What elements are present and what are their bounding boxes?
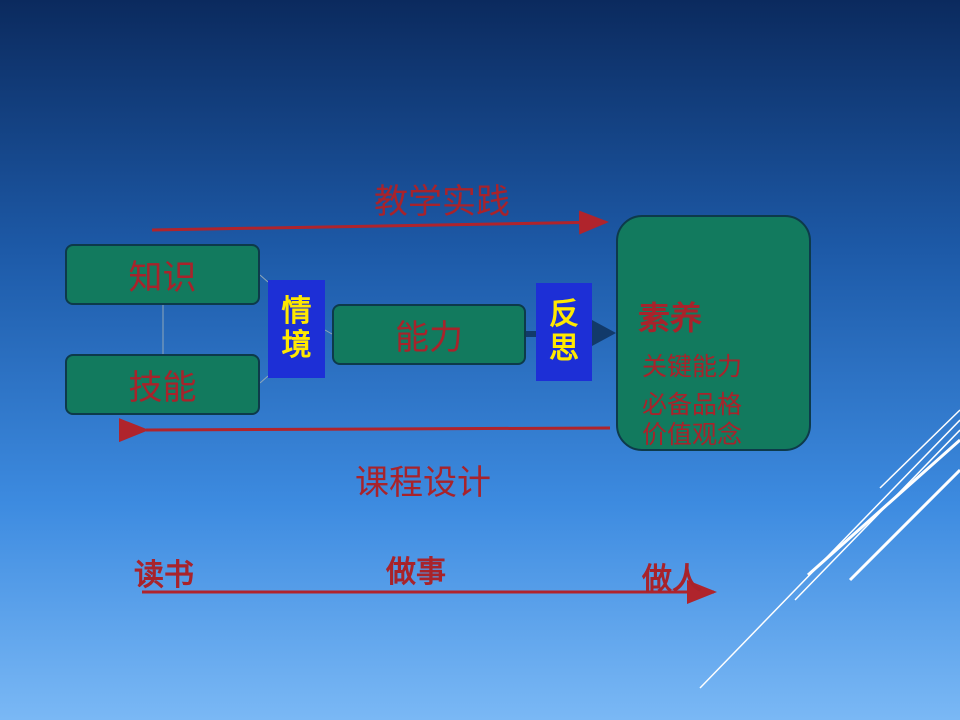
skill-box: 技能 [65,354,260,415]
literacy-item-1: 关键能力 [642,352,743,381]
top-arrow-label: 教学实践 [374,182,510,222]
skill-label: 技能 [128,368,197,408]
literacy-box: 素养 关键能力 必备品格 价值观念 [616,215,811,451]
decorative-lines [699,409,960,689]
reflection-label: 反 思 [536,283,592,381]
knowledge-box: 知识 [65,244,260,305]
situation-char-2: 境 [281,328,312,363]
literacy-item-3: 价值观念 [642,420,743,449]
reflection-char-2: 思 [549,331,579,366]
ability-arrowhead [592,320,616,346]
ability-box: 能力 [332,304,526,365]
reflection-char-1: 反 [549,297,579,332]
literacy-item-2: 必备品格 [642,390,743,419]
situation-char-1: 情 [281,294,312,329]
top-arrow [151,210,609,235]
ability-label: 能力 [395,318,463,358]
timeline-middle: 做事 [386,555,446,590]
bottom-arrow [118,418,611,443]
literacy-title: 素养 [638,299,703,337]
bottom-arrow-label: 课程设计 [355,463,491,503]
timeline-start: 读书 [134,558,194,593]
knowledge-label: 知识 [128,258,197,298]
timeline-end: 做人 [642,562,702,597]
situation-label: 情 境 [268,280,325,378]
